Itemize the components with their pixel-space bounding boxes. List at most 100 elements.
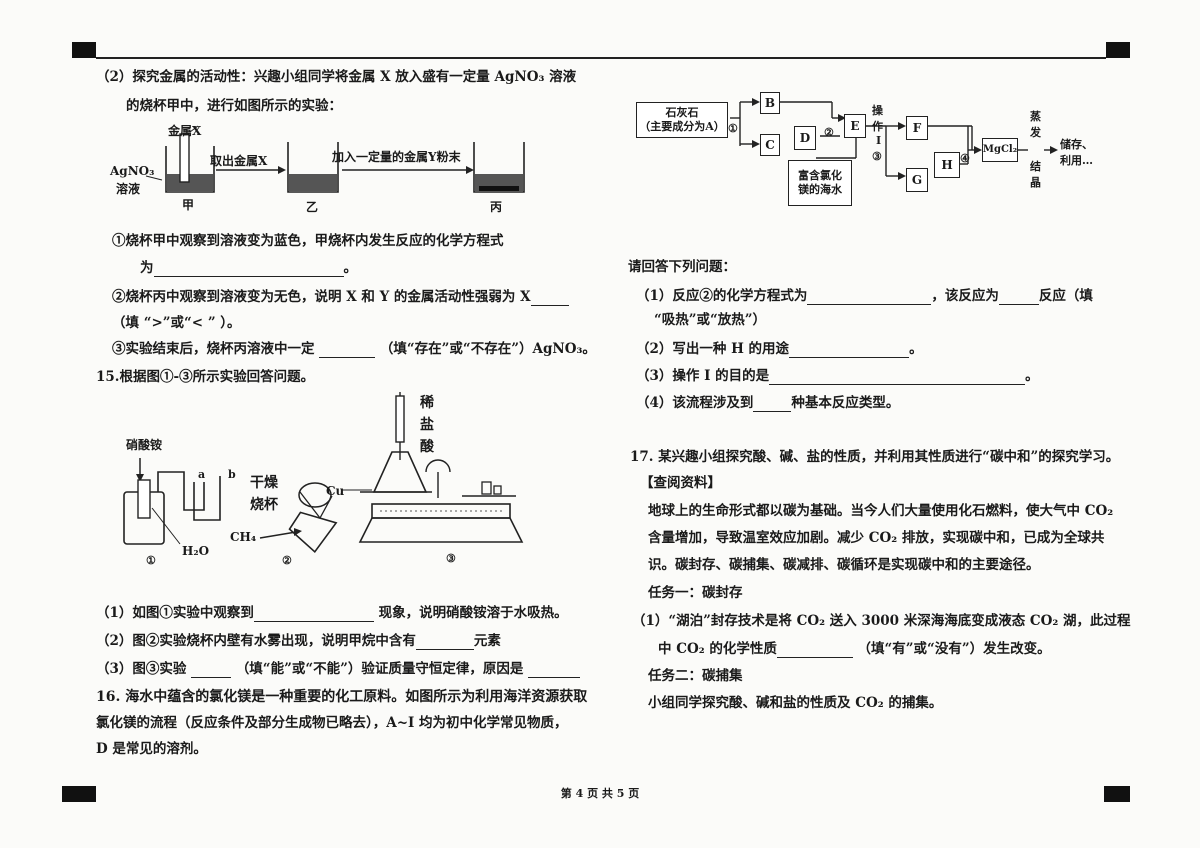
q17-p1: 地球上的生命形式都以碳为基础。当今人们大量使用化石燃料，使大气中 CO₂ [648,503,1114,519]
page-footer: 第 4 页 共 5 页 [560,787,640,800]
q14-sub2-line2: （填 “>”或“< ” ）。 [112,315,241,331]
q15-title: 15.根据图①-③所示实验回答问题。 [96,369,315,385]
q14-sub3: ③实验结束后，烧杯丙溶液中一定 （填“存在”或“不存在”）AgNO₃。 [112,341,596,358]
corner-mark-top-left [72,42,96,58]
label-solution: 溶液 [116,182,141,196]
flow-step-1: ① [728,122,738,135]
label-suan: 酸 [420,439,434,455]
q16-line1: 16. 海水中蕴含的氯化镁是一种重要的化工原料。如图所示为利用海洋资源获取 [96,689,588,705]
q16-q1-line2: “吸热”或“放热”） [654,312,767,328]
flow-box-limestone: 石灰石 （主要成分为A） [636,102,728,138]
q14-sub1-line2: 为。 [140,260,357,277]
flow-step-3: ③ [872,150,882,163]
flow-box-b: B [760,92,780,114]
q17-q1-line2: 中 CO₂ 的化学性质 （填“有”或“没有”）发生改变。 [658,641,1051,658]
label-fig3: ③ [446,552,456,565]
q14-part2-line1: （2）探究金属的活动性：兴趣小组同学将金属 X 放入盛有一定量 AgNO₃ 溶液 [96,69,577,85]
label-fig1: ① [146,554,156,567]
label-ch4: CH₄ [230,530,257,544]
label-dry: 干燥 [250,475,278,491]
q17-p2: 含量增加，导致温室效应加剧。减少 CO₂ 排放，实现碳中和，已成为全球共 [648,530,1105,546]
experiment-figure: 硝酸铵 a b H₂O ① 干燥 烧杯 CH₄ ② 稀 盐 酸 Cu ③ [110,392,600,572]
flow-box-mgcl2: MgCl₂ [982,138,1018,162]
flow-diagram: 石灰石 （主要成分为A） ① B C D ② E 富含氯化 镁的海水 操 作 I… [636,88,1096,218]
header-rule [96,57,1106,59]
label-agno3: AgNO₃ [110,164,155,178]
label-h2o: H₂O [182,544,210,558]
answer-blank-activity[interactable] [530,291,569,306]
flow-box-d: D [794,126,816,150]
label-add-y: 加入一定量的金属Y粉末 [332,150,461,164]
flow-op-2: 作 [872,120,883,133]
label-bing: 丙 [490,200,503,214]
q16-q4: （4）该流程涉及到种基本反应类型。 [636,395,900,412]
answer-blank-operation[interactable] [769,370,1026,385]
label-yi: 乙 [306,200,319,214]
flow-evap-1: 蒸 [1030,110,1041,123]
label-b: b [228,468,236,481]
answer-blank-can[interactable] [191,663,232,678]
q17-ref: 【查阅资料】 [640,475,721,491]
label-yan: 盐 [420,417,434,433]
flow-box-e: E [844,114,866,138]
q17-p3: 识。碳封存、碳捕集、碳减排、碳循环是实现碳中和的主要途径。 [648,557,1040,573]
flow-arrows [730,98,1058,180]
q17-task1: 任务一：碳封存 [648,585,743,601]
answer-blank-agno3[interactable] [319,343,376,358]
flow-evap-3: 结 [1030,160,1041,173]
flow-box-c: C [760,134,780,156]
q15-q3: （3）图③实验 （填“能”或“不能”）验证质量守恒定律，原因是 [96,660,581,678]
answer-blank-co2-change[interactable] [776,643,853,658]
label-a: a [198,468,206,481]
flow-op-3: I [876,134,882,147]
answer-blank-h-use[interactable] [789,343,910,358]
corner-mark-top-right [1106,42,1130,58]
corner-mark-bottom-right [1104,786,1130,802]
label-nh4no3: 硝酸铵 [126,438,163,452]
flow-evap-2: 发 [1030,126,1041,139]
flow-box-f: F [906,116,928,140]
q16-ask: 请回答下列问题： [628,259,736,275]
flow-step-4: ④ [960,152,970,165]
label-metal-x: 金属X [168,124,202,138]
flow-step-2: ② [824,126,834,139]
answer-blank-reason[interactable] [528,663,581,678]
q17-task2: 任务二：碳捕集 [648,668,743,684]
answer-blank-heat[interactable] [998,290,1039,305]
q15-q2: （2）图②实验烧杯内壁有水雾出现，说明甲烷中含有元素 [96,633,501,650]
flow-store: 储存、 [1060,138,1093,151]
label-cu: Cu [326,484,345,498]
q16-line3: D 是常见的溶剂。 [96,741,207,757]
beaker-figure: 金属X AgNO₃ 溶液 取出金属X 加入一定量的金属Y粉末 甲 乙 丙 [110,118,530,214]
beaker-drawing [145,125,525,193]
q15-q1: （1）如图①实验中观察到 现象，说明硝酸铵溶于水吸热。 [96,605,568,622]
label-beaker: 烧杯 [250,497,278,513]
answer-blank-equation[interactable] [153,262,344,277]
q14-sub2-line1: ②烧杯丙中观察到溶液变为无色，说明 X 和 Y 的金属活动性强弱为 X [112,288,569,306]
q14-sub1-line1: ①烧杯甲中观察到溶液变为蓝色，甲烧杯内发生反应的化学方程式 [112,233,504,249]
answer-blank-phenomenon[interactable] [253,607,374,622]
q14-part2-line2: 的烧杯甲中，进行如图所示的实验： [126,98,342,114]
label-take-out-x: 取出金属X [210,154,268,168]
experiment-drawing [123,392,524,554]
q16-line2: 氯化镁的流程（反应条件及部分生成物已略去），A~I 均为初中化学常见物质， [96,715,568,731]
q17-p4: 小组同学探究酸、碱和盐的性质及 CO₂ 的捕集。 [648,695,943,711]
q16-q1: （1）反应②的化学方程式为，该反应为反应（填 [636,288,1093,305]
answer-blank-reaction-types[interactable] [753,397,792,412]
label-fig2: ② [282,554,292,567]
label-xi: 稀 [420,395,434,411]
answer-blank-element[interactable] [415,635,474,650]
flow-box-seawater: 富含氯化 镁的海水 [788,160,852,206]
answer-blank-reaction2[interactable] [807,290,932,305]
label-jia: 甲 [182,198,195,212]
flow-op-1: 操 [872,104,883,117]
flow-box-g: G [906,168,928,192]
flow-use: 利用… [1060,154,1093,167]
flow-box-h: H [934,152,960,178]
q17-line1: 17. 某兴趣小组探究酸、碱、盐的性质，并利用其性质进行“碳中和”的探究学习。 [630,449,1120,465]
q16-q2: （2）写出一种 H 的用途。 [636,341,923,358]
q16-q3: （3）操作 I 的目的是。 [636,368,1039,385]
corner-mark-bottom-left [62,786,96,802]
q17-q1-line1: （1）“湖泊”封存技术是将 CO₂ 送入 3000 米深海海底变成液态 CO₂ … [632,613,1131,629]
flow-evap-4: 晶 [1030,176,1041,189]
